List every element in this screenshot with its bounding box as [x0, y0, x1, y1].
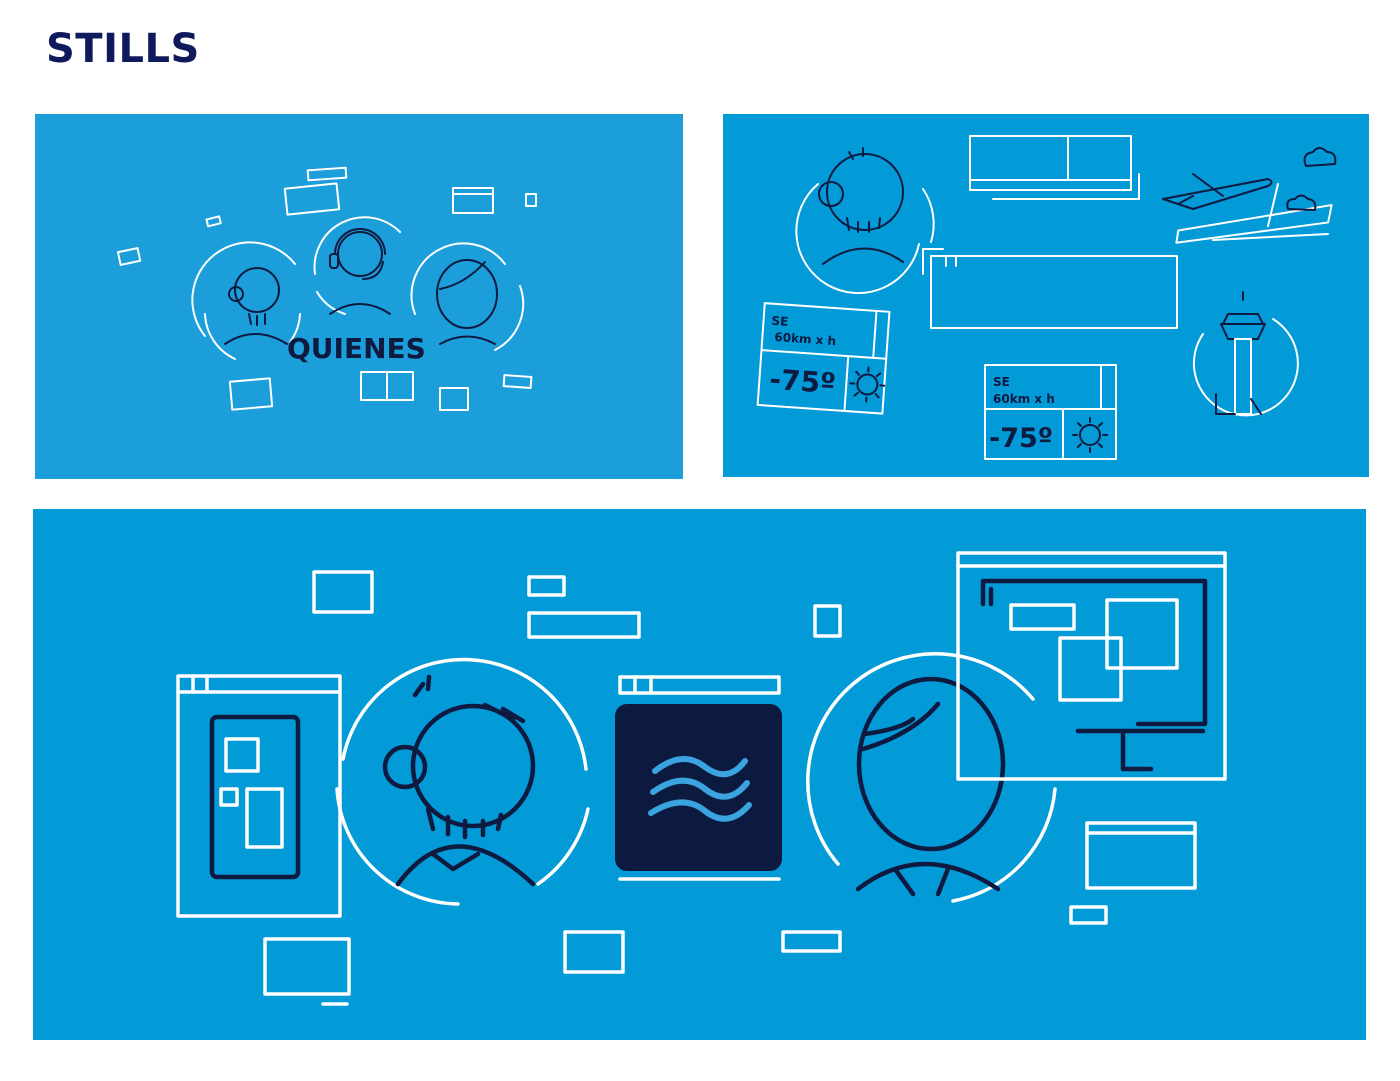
airplane-icon	[1162, 173, 1333, 244]
wind-speed-label: 60km x h	[993, 392, 1055, 406]
wind-direction-label: SE	[771, 314, 789, 329]
woman-icon	[410, 242, 525, 351]
sun-icon	[1072, 417, 1108, 453]
control-tower-icon	[1192, 291, 1299, 417]
headset-person-icon	[313, 216, 401, 315]
wave-logo-icon	[615, 704, 782, 871]
weather-card-1: SE 60km x h -75º	[756, 302, 891, 415]
wind-speed-label: 60km x h	[774, 330, 837, 348]
floating-window-shapes	[263, 570, 1197, 1006]
floating-window-shapes	[116, 166, 537, 411]
woman-icon	[806, 652, 1057, 903]
still-weather-airport: SE 60km x h -75º SE 60km x h -75º	[723, 114, 1369, 477]
wind-direction-label: SE	[993, 375, 1010, 389]
weather-card-2: SE 60km x h -75º	[984, 364, 1117, 460]
page-title: STILLS	[46, 26, 200, 72]
temperature-label: -75º	[768, 363, 837, 401]
person-icon	[335, 657, 590, 906]
still-team	[33, 509, 1366, 1040]
cloud-icon	[1286, 147, 1337, 211]
window-shape	[969, 135, 1140, 200]
sun-icon	[849, 366, 886, 403]
window-shape	[922, 248, 1178, 329]
quienes-heading: QUIENES	[287, 332, 426, 365]
person-icon	[191, 241, 301, 360]
phone-icon	[176, 674, 342, 918]
still-quienes: QUIENES	[35, 114, 683, 479]
app-window	[618, 675, 781, 881]
monitor-icon	[956, 551, 1227, 781]
person-icon	[795, 147, 935, 295]
temperature-label: -75º	[989, 423, 1053, 454]
